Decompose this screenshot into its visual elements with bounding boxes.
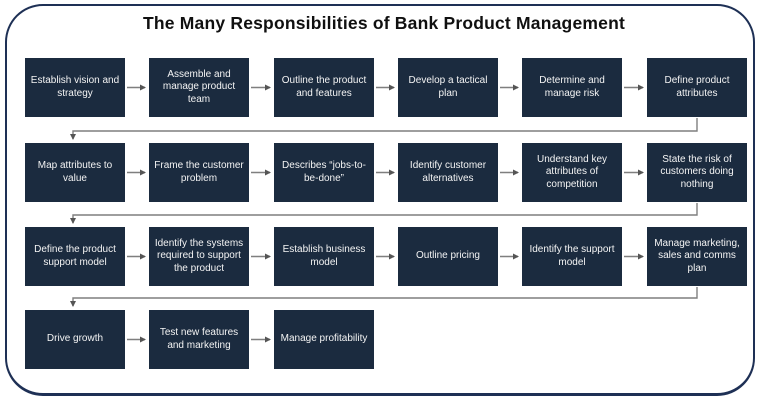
step-label: Define the product support model: [34, 244, 116, 268]
step-label: Establish vision and strategy: [30, 75, 120, 99]
diagram-title: The Many Responsibilities of Bank Produc…: [142, 13, 625, 33]
step-box-drive-growth: Drive growth: [25, 310, 125, 369]
step-box-manage-risk: Determine and manage risk: [522, 58, 622, 117]
step-label: Identify customer alternatives: [409, 160, 487, 184]
step-box-manage-profitability: Manage profitability: [274, 310, 374, 369]
step-box-marketing-plan: Manage marketing, sales and comms plan: [647, 227, 747, 286]
step-label: Determine and manage risk: [539, 75, 605, 99]
step-box-identify-support-model: Identify the support model: [522, 227, 622, 286]
step-label: State the risk of customers doing nothin…: [660, 154, 734, 190]
step-label: Identify the systems required to support…: [154, 238, 244, 274]
step-box-competition-attributes: Understand key attributes of competition: [522, 143, 622, 202]
step-label: Establish business model: [282, 244, 366, 268]
step-label: Understand key attributes of competition: [536, 154, 608, 190]
step-box-outline-pricing: Outline pricing: [398, 227, 498, 286]
step-label: Test new features and marketing: [159, 327, 239, 351]
step-box-business-model: Establish business model: [274, 227, 374, 286]
step-box-assemble-team: Assemble and manage product team: [149, 58, 249, 117]
step-box-tactical-plan: Develop a tactical plan: [398, 58, 498, 117]
step-label: Describes “jobs-to-be-done”: [282, 160, 366, 184]
step-box-test-features: Test new features and marketing: [149, 310, 249, 369]
step-label: Manage profitability: [280, 333, 368, 345]
step-label: Map attributes to value: [37, 160, 113, 184]
step-box-systems-required: Identify the systems required to support…: [149, 227, 249, 286]
step-label: Manage marketing, sales and comms plan: [654, 238, 740, 274]
step-label: Assemble and manage product team: [162, 69, 236, 105]
step-box-product-attributes: Define product attributes: [647, 58, 747, 117]
step-label: Define product attributes: [664, 75, 730, 99]
step-label: Outline pricing: [416, 250, 480, 262]
step-box-customer-alternatives: Identify customer alternatives: [398, 143, 498, 202]
step-box-map-attributes: Map attributes to value: [25, 143, 125, 202]
step-label: Identify the support model: [529, 244, 615, 268]
step-box-risk-of-nothing: State the risk of customers doing nothin…: [647, 143, 747, 202]
outer-frame: [5, 4, 755, 396]
step-box-outline-product: Outline the product and features: [274, 58, 374, 117]
step-box-jobs-to-be-done: Describes “jobs-to-be-done”: [274, 143, 374, 202]
step-label: Frame the customer problem: [154, 160, 244, 184]
step-label: Develop a tactical plan: [408, 75, 488, 99]
step-box-frame-problem: Frame the customer problem: [149, 143, 249, 202]
step-label: Drive growth: [46, 333, 104, 345]
step-box-support-model-define: Define the product support model: [25, 227, 125, 286]
step-box-establish-vision: Establish vision and strategy: [25, 58, 125, 117]
step-label: Outline the product and features: [281, 75, 367, 99]
